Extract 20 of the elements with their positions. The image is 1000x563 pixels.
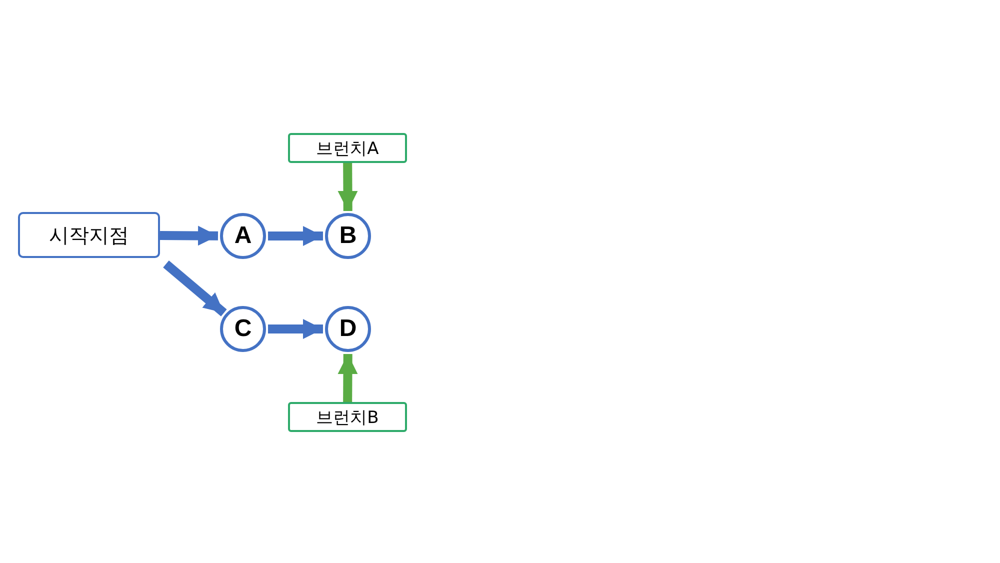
node-label: 브런치B [316, 406, 379, 428]
node-label: 브런치A [316, 138, 379, 160]
arrow [268, 226, 323, 246]
circle-node [220, 306, 266, 352]
arrow [163, 260, 227, 316]
node-label: 시작지점 [49, 222, 129, 248]
circle-node [220, 213, 266, 259]
arrow [338, 354, 358, 402]
node-label: A [234, 222, 252, 250]
arrow [160, 226, 218, 246]
box-node [288, 133, 407, 163]
circle-node [325, 213, 371, 259]
box-node [288, 402, 407, 432]
node-label: D [339, 315, 357, 343]
box-node [18, 212, 160, 258]
node-label: C [234, 315, 252, 343]
circle-node [325, 306, 371, 352]
arrow [338, 162, 358, 212]
node-label: B [339, 222, 357, 250]
arrow [268, 319, 323, 339]
